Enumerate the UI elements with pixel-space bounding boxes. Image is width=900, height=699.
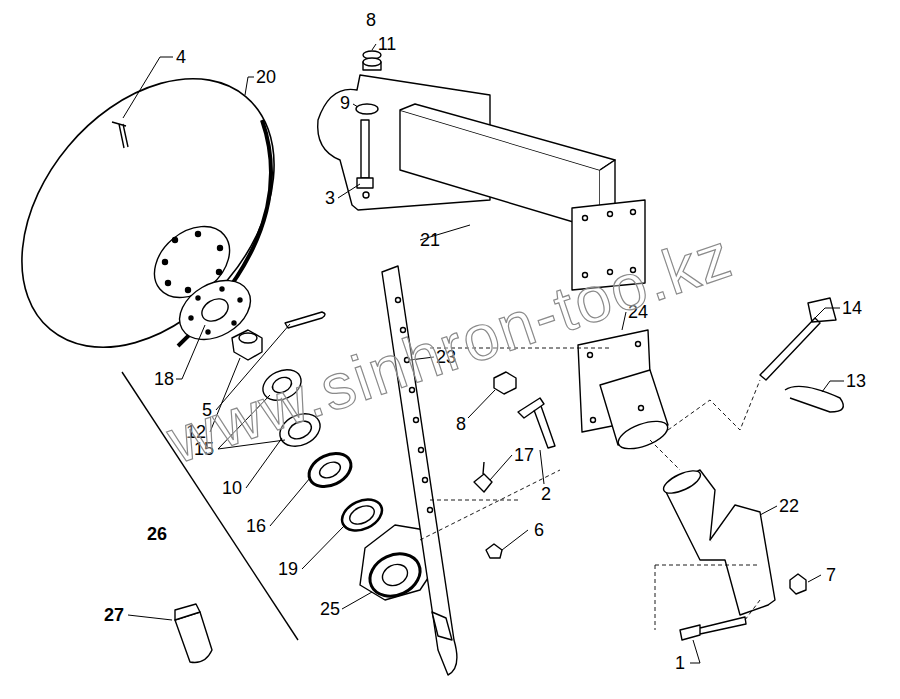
callout-number: 26 — [147, 525, 167, 543]
disc — [0, 30, 325, 397]
callout-number: 6 — [534, 521, 544, 539]
callout-number: 17 — [514, 446, 534, 464]
callout-number: 16 — [246, 517, 266, 535]
callout-number: 3 — [325, 189, 335, 207]
fork — [660, 466, 775, 615]
bolt-set — [356, 51, 381, 188]
callout-number: 20 — [256, 68, 276, 86]
callout-number: 8 — [456, 415, 466, 433]
callout-number: 14 — [842, 299, 862, 317]
callout-number: 9 — [340, 94, 350, 112]
callout-number: 19 — [278, 560, 298, 578]
bracket — [318, 75, 645, 290]
mount-plate — [578, 330, 671, 454]
callout-number: 11 — [378, 35, 397, 53]
callout-number: 7 — [826, 566, 836, 584]
callout-number: 10 — [222, 479, 242, 497]
callout-number: 25 — [320, 600, 340, 618]
bolt — [112, 122, 128, 148]
callout-number: 27 — [104, 606, 124, 624]
callout-number: 2 — [541, 485, 551, 503]
callout-number: 4 — [176, 48, 186, 66]
callout-number: 1 — [675, 654, 685, 672]
callout-number: 8 — [366, 11, 376, 29]
callout-number: 21 — [420, 231, 440, 249]
callout-number: 13 — [846, 372, 866, 390]
callout-number: 22 — [779, 497, 799, 515]
callout-number: 18 — [154, 370, 174, 388]
